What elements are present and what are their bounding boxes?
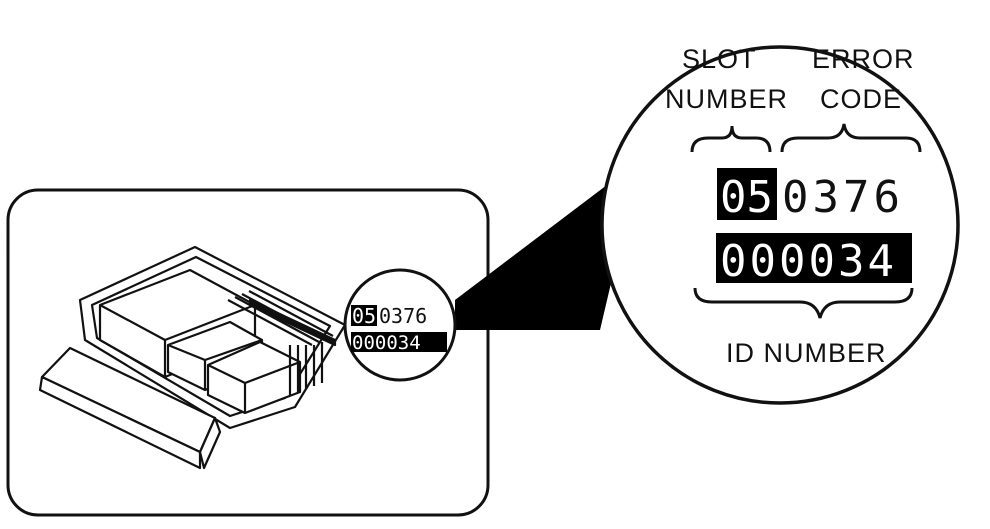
magnifier-wedge bbox=[455, 160, 640, 330]
small-magnifier-circle bbox=[343, 268, 457, 382]
large-slot-number: 05 bbox=[720, 172, 773, 223]
large-id-highlight bbox=[716, 233, 912, 283]
small-error-code: 0376 bbox=[379, 304, 427, 328]
slot-brace bbox=[690, 125, 772, 153]
error-label-line1: ERROR bbox=[812, 44, 915, 74]
small-id-number: 000034 bbox=[352, 332, 421, 354]
slot-label-line1: SLOT bbox=[682, 44, 757, 74]
large-magnifier-circle bbox=[600, 45, 960, 405]
large-id-number: 000034 bbox=[720, 236, 897, 287]
slot-label-line2: NUMBER bbox=[665, 84, 789, 114]
id-number-label: ID NUMBER bbox=[726, 338, 887, 368]
error-label-line2: CODE bbox=[820, 84, 903, 114]
small-id-highlight bbox=[351, 332, 447, 352]
error-brace bbox=[780, 123, 922, 153]
large-slot-highlight bbox=[717, 168, 777, 220]
small-slot-highlight bbox=[351, 305, 377, 326]
id-brace bbox=[693, 287, 914, 319]
small-slot-number: 05 bbox=[352, 304, 376, 328]
large-error-code: 0376 bbox=[782, 172, 904, 223]
computer-illustration bbox=[38, 245, 347, 470]
